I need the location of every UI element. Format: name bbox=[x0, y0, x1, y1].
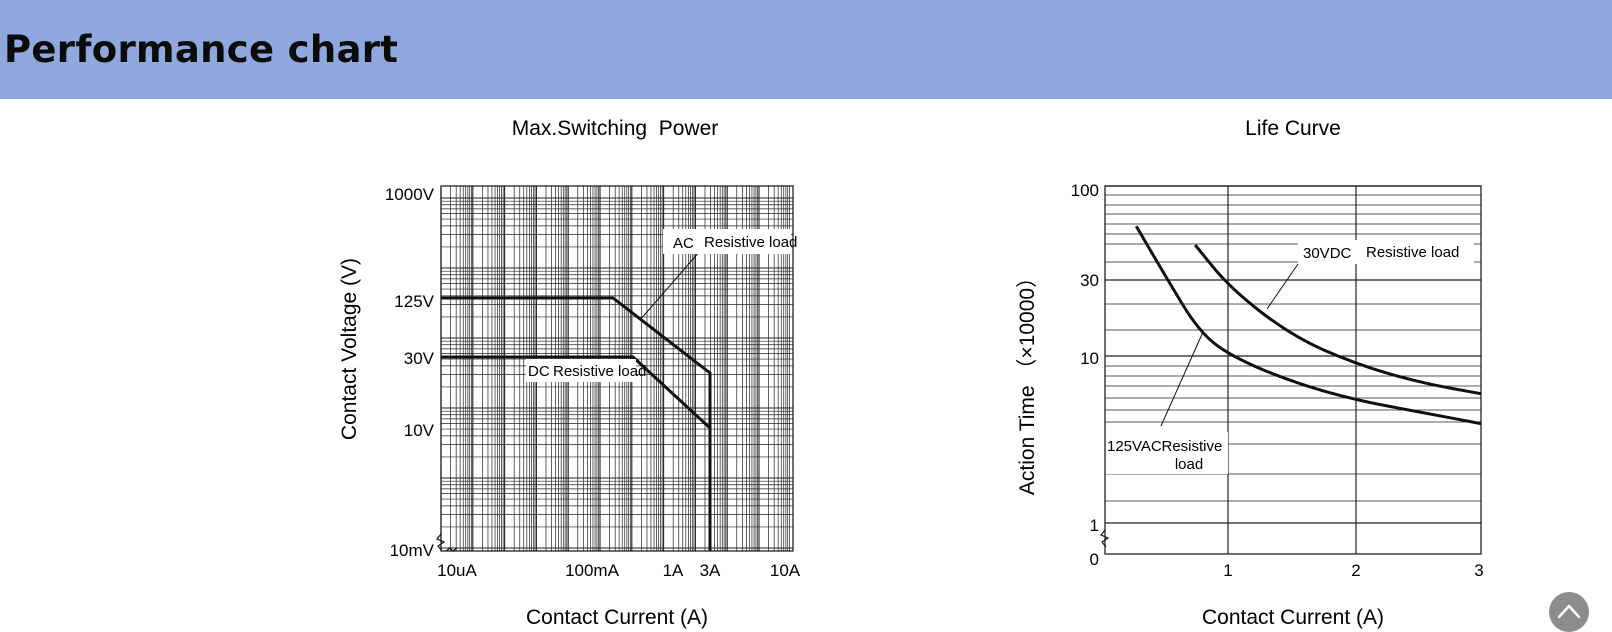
y-tick-label: 100 bbox=[1071, 181, 1099, 200]
label-backdrop bbox=[526, 359, 636, 382]
page-title: Performance chart bbox=[4, 28, 399, 71]
page-header: Performance chart bbox=[0, 0, 1612, 99]
plot-frame bbox=[440, 185, 794, 552]
scroll-to-top-button[interactable] bbox=[1549, 592, 1589, 632]
series-label: Resistive load bbox=[704, 234, 797, 251]
series-125vac-resistive-load: 125VAC Resistive load bbox=[1106, 225, 1482, 474]
y-tick-label: 125V bbox=[394, 292, 434, 311]
life-curve-chart: Life Curve 100 30 10 1 0 1 2 3 Action Ti… bbox=[1016, 117, 1484, 629]
series-line bbox=[441, 296, 712, 551]
series-line bbox=[1135, 225, 1482, 426]
callout-leader bbox=[1160, 331, 1204, 427]
y-tick-label: 1000V bbox=[385, 185, 435, 204]
x-tick-label: 10uA bbox=[437, 561, 477, 580]
y-tick-label: 10mV bbox=[390, 541, 435, 560]
series-label-line: load bbox=[1175, 456, 1203, 473]
axis-break-marks bbox=[1100, 529, 1110, 548]
axis-break-marks bbox=[436, 533, 458, 552]
x-tick-labels: 10uA 100mA 1A 3A 10A bbox=[437, 561, 801, 580]
y-axis-title: Action Time （×10000） bbox=[1016, 267, 1039, 495]
x-axis-title: Contact Current (A) bbox=[1202, 606, 1384, 629]
chevron-up-icon bbox=[1557, 604, 1581, 619]
label-backdrop bbox=[1298, 240, 1474, 264]
y-tick-label: 10 bbox=[1080, 349, 1099, 368]
y-tick-label: 30 bbox=[1080, 271, 1099, 290]
callout-leader bbox=[1266, 263, 1299, 310]
switching-power-chart: Max.Switching Power 1000V 125V 30V 10V 1… bbox=[338, 117, 801, 629]
x-tick-label: 10A bbox=[770, 561, 801, 580]
x-tick-label: 3 bbox=[1474, 561, 1483, 580]
callout-leader bbox=[639, 250, 701, 321]
y-tick-label: 1 bbox=[1090, 516, 1099, 535]
series-label: Resistive load bbox=[553, 363, 646, 380]
series-ac-resistive-load: AC Resistive load bbox=[441, 229, 797, 551]
y-tick-label: 30V bbox=[404, 349, 435, 368]
x-axis-title: Contact Current (A) bbox=[526, 606, 708, 629]
label-backdrop bbox=[663, 229, 791, 254]
label-backdrop bbox=[1106, 432, 1228, 474]
y-tick-label: 10V bbox=[404, 421, 435, 440]
y-tick-labels: 1000V 125V 30V 10V 10mV bbox=[385, 185, 435, 560]
series-dc-resistive-load: DC Resistive load bbox=[441, 355, 712, 551]
series-30vdc-resistive-load: 30VDC Resistive load bbox=[1194, 240, 1482, 396]
x-tick-label: 100mA bbox=[565, 561, 620, 580]
series-label-line: Resistive bbox=[1161, 438, 1222, 455]
series-line bbox=[1194, 244, 1482, 396]
series-label-prefix: DC bbox=[528, 363, 550, 380]
series-line bbox=[441, 355, 712, 551]
series-label-prefix: 125VAC bbox=[1107, 438, 1162, 455]
y-axis-title: Contact Voltage (V) bbox=[338, 258, 361, 440]
y-tick-labels: 100 30 10 1 0 bbox=[1071, 181, 1099, 569]
chart-title: Max.Switching Power bbox=[512, 117, 719, 140]
series-label: Resistive load bbox=[1161, 438, 1226, 473]
plot-frame bbox=[1104, 185, 1482, 555]
x-tick-label: 2 bbox=[1351, 561, 1360, 580]
x-tick-labels: 1 2 3 bbox=[1223, 561, 1483, 580]
x-tick-label: 3A bbox=[700, 561, 721, 580]
x-tick-label: 1 bbox=[1223, 561, 1232, 580]
chart-title: Life Curve bbox=[1245, 117, 1341, 140]
series-label-prefix: AC bbox=[673, 235, 694, 252]
chart-grid bbox=[440, 186, 793, 551]
series-label-prefix: 30VDC bbox=[1303, 245, 1352, 262]
x-tick-label: 1A bbox=[663, 561, 684, 580]
series-label: Resistive load bbox=[1366, 244, 1459, 261]
y-tick-label: 0 bbox=[1090, 550, 1099, 569]
